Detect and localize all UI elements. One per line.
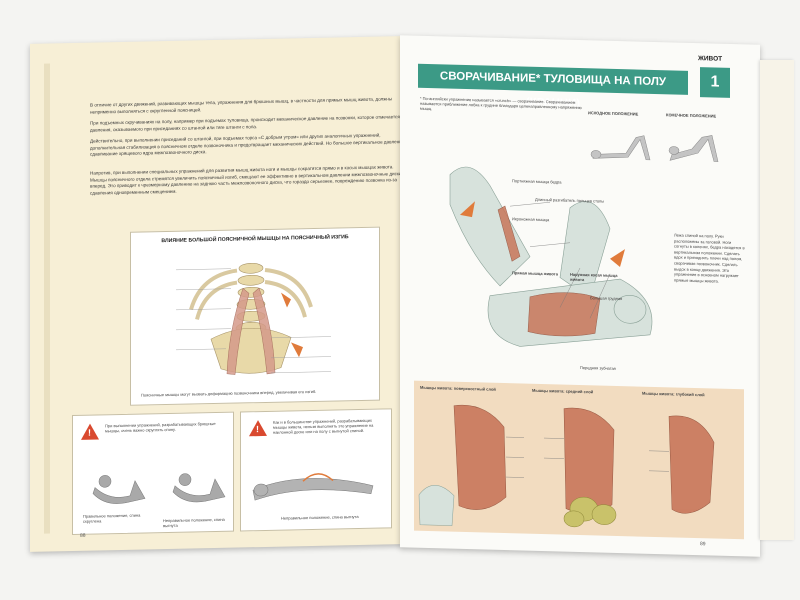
- end-position-label: КОНЕЧНОЕ ПОЛОЖЕНИЕ: [666, 112, 717, 119]
- right-page: ЖИВОТ СВОРАЧИВАНИЕ* ТУЛОВИЩА НА ПОЛУ (КР…: [400, 35, 760, 557]
- warning-icon: !: [249, 419, 267, 437]
- warning-icon: !: [81, 423, 99, 440]
- page-edge-strip: [44, 63, 50, 534]
- instructions-text: Лежа спиной на полу. Руки расположены за…: [674, 232, 745, 284]
- page-number-right: 89: [700, 541, 706, 548]
- intro-note: * По-английски упражнение называется «cr…: [420, 95, 582, 112]
- spine-illustration: [176, 262, 331, 375]
- left-paragraph-2: При подъемных скручиваниях на полу, напр…: [90, 114, 406, 133]
- movement-arrow-icon: [460, 201, 475, 218]
- label-wrong: Неправильное положение, спина выгнута: [163, 516, 225, 529]
- layer-title-3: Мышцы живота: глубокий слой: [642, 390, 705, 398]
- wrong-position-figure: [252, 473, 374, 501]
- warning-text-1: При выполнении упражнений, разрабатывающ…: [105, 421, 216, 434]
- crunch-anatomy-illustration: [449, 166, 653, 347]
- muscle-label-5: Наружная косая мышца живота: [570, 271, 618, 283]
- start-position-label: ИСХОДНОЕ ПОЛОЖЕНИЕ: [588, 110, 639, 117]
- arrow-icon: [281, 292, 291, 308]
- layer-title-1: Мышцы живота: поверхностный слой: [420, 384, 496, 392]
- page-number-left: 88: [80, 532, 86, 539]
- left-page: В отличие от других движений, развивающи…: [30, 36, 408, 552]
- layer-title-2: Мышцы живота: средний слой: [532, 387, 594, 395]
- next-page-edge: [760, 60, 794, 540]
- left-paragraph-1: В отличие от других движений, развивающи…: [90, 96, 393, 115]
- psoas-figure: ВЛИЯНИЕ БОЛЬШОЙ ПОЯСНИЧНОЙ МЫШЦЫ НА ПОЯС…: [130, 226, 380, 406]
- exercise-number: 1: [700, 67, 730, 98]
- page-title: СВОРАЧИВАНИЕ* ТУЛОВИЩА НА ПОЛУ (КРАНЧИ): [418, 63, 688, 110]
- warning-text-2: Как и в большинстве упражнений, разрабат…: [273, 417, 374, 435]
- muscle-layer-diagrams: [418, 404, 715, 528]
- warning-box-1: ! При выполнении упражнений, разрабатыва…: [72, 411, 234, 536]
- figure-title: ВЛИЯНИЕ БОЛЬШОЙ ПОЯСНИЧНОЙ МЫШЦЫ НА ПОЯС…: [161, 234, 349, 245]
- warning-box-2: ! Как и в большинстве упражнений, разраб…: [240, 408, 392, 532]
- left-paragraph-3: Действительно, при выполнении приседаний…: [90, 132, 409, 157]
- section-label: ЖИВОТ: [698, 55, 723, 63]
- label-correct: Правильное положение, спина скруглена: [83, 512, 141, 524]
- crunch-figures: [92, 473, 226, 504]
- muscle-layers-band: Мышцы живота: поверхностный слой Мышцы ж…: [414, 380, 744, 540]
- left-paragraph-4: Напротив, при выполнении специальных упр…: [90, 164, 402, 196]
- positions-panel: ИСХОДНОЕ ПОЛОЖЕНИЕ КОНЕЧНОЕ ПОЛОЖЕНИЕ: [588, 110, 738, 170]
- label-wrong-2: Неправильное положение, спина выгнута: [281, 514, 359, 521]
